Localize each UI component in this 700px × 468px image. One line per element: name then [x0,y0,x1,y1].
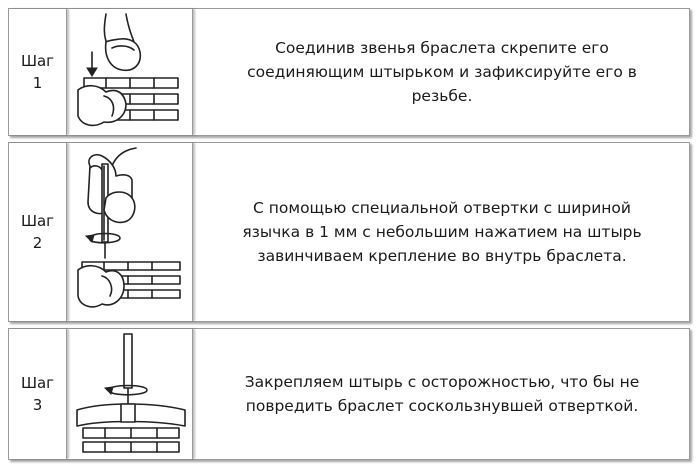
step-row-3: Шаг 3 Закрепляем шт [8,328,690,460]
step-text-line: С помощью специальной отвертки с шириной [253,199,631,217]
step-row-1: Шаг 1 [8,8,690,136]
hand-screwdriver-icon [76,147,181,308]
step-text-line: Закрепляем штырь с осторожностью, что бы… [244,373,640,391]
step-label-number: 1 [32,74,43,92]
step-row-2: Шаг 2 [8,142,690,322]
step-text-line: соединяющим штырьком и зафиксируйте его … [247,63,637,81]
step-label-word: Шаг [20,374,55,392]
step-label-word: Шаг [20,212,55,230]
step-illustration [69,9,193,135]
step-text-line: повредить браслет соскользнувшей отвертк… [245,397,639,415]
step-label-number: 2 [32,234,43,252]
step-description: Соединив звенья браслета скрепите его со… [195,9,689,135]
step-description: Закрепляем штырь с осторожностью, что бы… [195,329,689,459]
step-illustration [69,329,193,459]
step-label: Шаг 2 [9,143,67,321]
step-text-line: завинчиваем крепление во внутрь браслета… [257,247,627,265]
step-label-number: 3 [32,396,43,414]
step-label-word: Шаг [20,52,55,70]
step-label: Шаг 3 [9,329,67,459]
step-illustration [69,143,193,321]
hand-inserting-pin-icon [76,13,179,127]
step-text-line: язычка в 1 мм с небольшим нажатием на шт… [242,223,642,241]
step-text-line: резьбе. [411,87,473,105]
step-text-line: Соединив звенья браслета скрепите его [275,39,609,57]
step-description: С помощью специальной отвертки с шириной… [195,143,689,321]
instruction-table: Шаг 1 [8,8,690,460]
step-label: Шаг 1 [9,9,67,135]
screwdriver-bracelet-icon [75,333,186,453]
